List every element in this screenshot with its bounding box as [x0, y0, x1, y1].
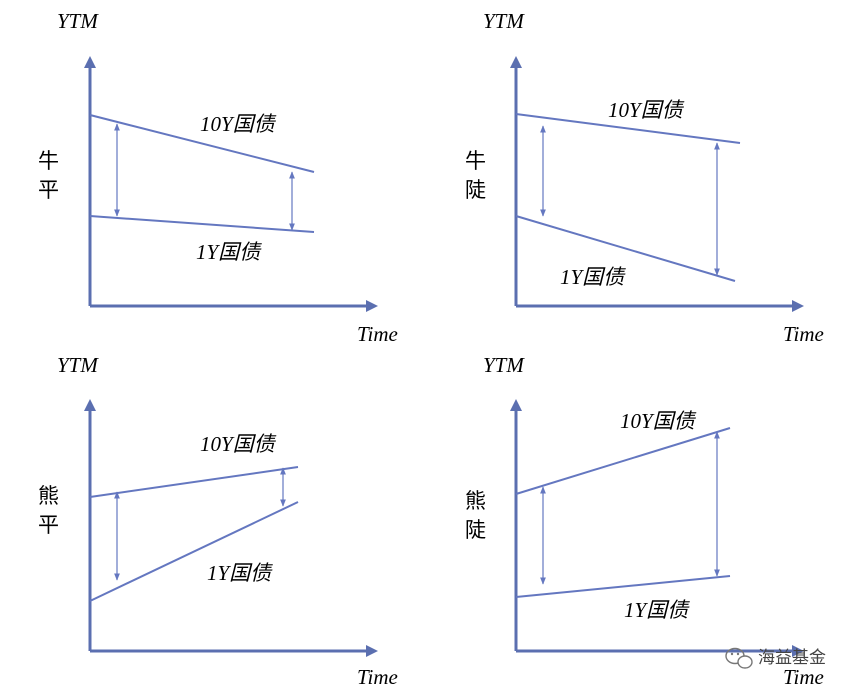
- short-bond-curve: [515, 215, 736, 282]
- panel-bull-steepening: YTM Time 牛 陡 10Y国债 1Y国债: [465, 9, 824, 346]
- short-bond-label: 1Y国债: [624, 598, 690, 622]
- watermark: 海益基金: [725, 647, 826, 669]
- long-bond-label: 10Y国债: [620, 409, 697, 433]
- regime-label-top: 熊: [465, 489, 486, 513]
- short-bond-label: 1Y国债: [560, 265, 626, 289]
- short-bond-curve: [515, 575, 731, 598]
- regime-label-bottom: 平: [38, 513, 59, 537]
- short-bond-curve: [89, 501, 299, 602]
- long-bond-curve: [515, 113, 741, 144]
- long-bond-curve: [89, 466, 299, 498]
- long-bond-label: 10Y国债: [200, 432, 277, 456]
- long-bond-curve: [89, 114, 315, 173]
- short-bond-curve: [89, 215, 315, 233]
- y-axis-label: YTM: [57, 9, 99, 33]
- long-bond-curve: [515, 427, 731, 495]
- y-axis-label: YTM: [483, 353, 525, 377]
- x-axis-label: Time: [783, 322, 824, 346]
- long-bond-label: 10Y国债: [608, 98, 685, 122]
- panel-bear-steepening: YTM Time 熊 陡 10Y国债 1Y国债: [465, 353, 824, 689]
- x-axis-label: Time: [357, 322, 398, 346]
- regime-label-bottom: 陡: [465, 178, 486, 202]
- short-bond-label: 1Y国债: [207, 561, 273, 585]
- regime-label-bottom: 陡: [465, 518, 486, 542]
- y-axis-label: YTM: [57, 353, 99, 377]
- regime-label-bottom: 平: [38, 178, 59, 202]
- regime-label-top: 牛: [465, 149, 486, 173]
- regime-label-top: 牛: [38, 149, 59, 173]
- panel-bear-flattening: YTM Time 熊 平 10Y国债 1Y国债: [38, 353, 398, 689]
- y-axis-label: YTM: [483, 9, 525, 33]
- wechat-icon: [725, 647, 753, 669]
- regime-label-top: 熊: [38, 484, 59, 508]
- x-axis-label: Time: [783, 665, 824, 689]
- watermark-text: 海益基金: [758, 648, 826, 668]
- x-axis-label: Time: [357, 665, 398, 689]
- long-bond-label: 10Y国债: [200, 112, 277, 136]
- short-bond-label: 1Y国债: [196, 240, 262, 264]
- panel-bull-flattening: YTM Time 牛 平 10Y国债 1Y国债: [38, 9, 398, 346]
